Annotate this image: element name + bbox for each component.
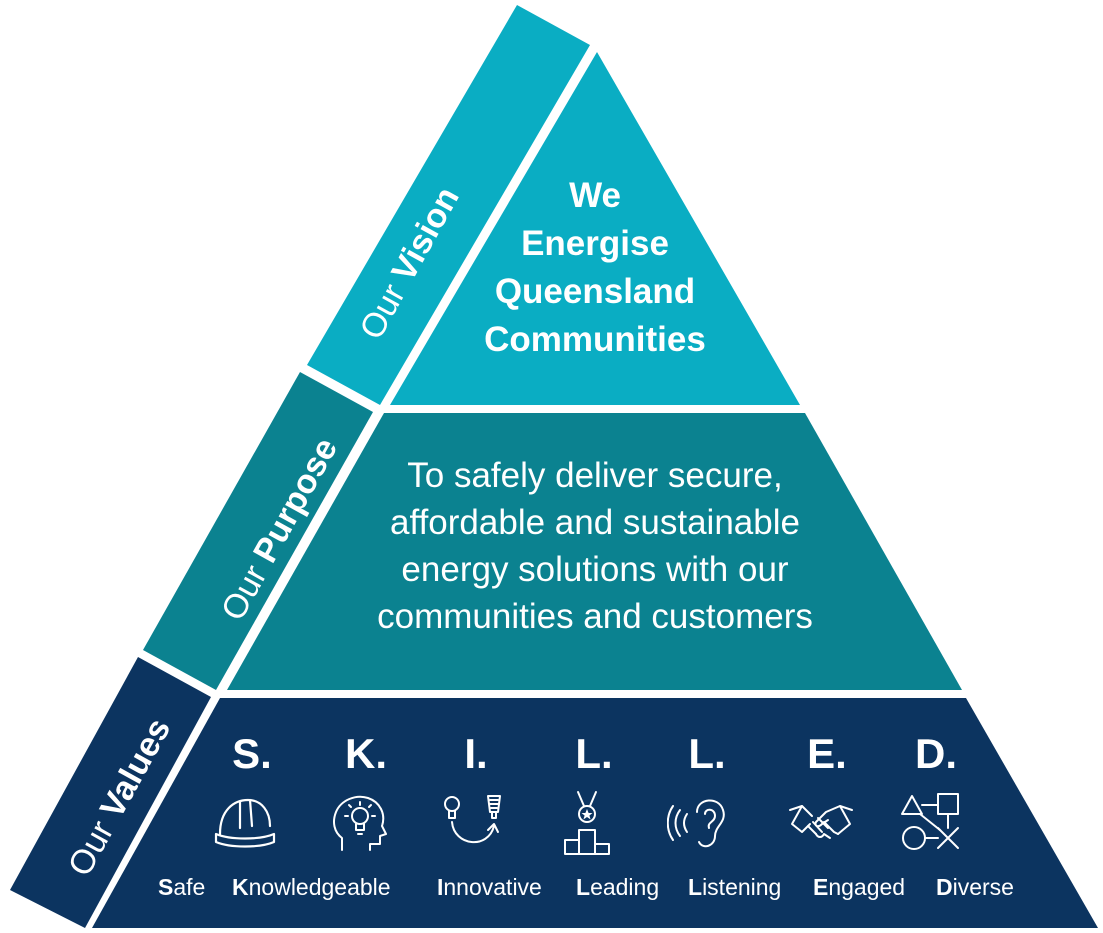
value-letter-l1: L.	[575, 730, 613, 777]
vision-side-strip	[307, 5, 590, 405]
value-letter-i: I.	[464, 730, 488, 777]
value-letter-d: D.	[915, 730, 957, 777]
value-letter-s: S.	[232, 730, 272, 777]
value-word-leading: Leading	[576, 874, 660, 900]
value-word-engaged: Engaged	[813, 874, 906, 900]
vision-line: Communities	[484, 320, 706, 359]
value-letter-l2: L.	[688, 730, 726, 777]
purpose-statement: To safely deliver secure, affordable and…	[300, 452, 890, 640]
purpose-line: communities and customers	[377, 597, 813, 636]
vision-line: Energise	[521, 224, 669, 263]
value-word-safe: Safe	[158, 874, 206, 900]
values-side-strip	[10, 657, 211, 928]
medal-podium-icon	[564, 791, 610, 855]
vision-line: We	[569, 176, 621, 215]
shapes-icon	[901, 793, 959, 850]
purpose-tier	[227, 413, 962, 690]
purpose-line: energy solutions with our	[401, 550, 789, 589]
vision-line: Queensland	[494, 272, 696, 311]
value-word-listening: Listening	[688, 874, 782, 900]
purpose-line: To safely deliver secure,	[407, 456, 783, 495]
hard-hat-icon	[214, 798, 276, 848]
values-word-row: Safe Knowledgeable Innovative Leading Li…	[150, 874, 1070, 904]
value-letter-k: K.	[345, 730, 387, 777]
value-word-diverse: Diverse	[936, 874, 1014, 900]
vision-statement: We Energise Queensland Communities	[390, 172, 800, 364]
handshake-icon	[789, 805, 853, 839]
vision-tier	[390, 52, 800, 405]
head-lightbulb-icon	[333, 795, 387, 851]
value-letter-e: E.	[807, 730, 847, 777]
value-word-innovative: Innovative	[437, 874, 542, 900]
purpose-line: affordable and sustainable	[390, 503, 800, 542]
ear-sound-icon	[667, 799, 725, 848]
purpose-side-strip	[143, 372, 373, 690]
value-word-knowledgeable: Knowledgeable	[232, 874, 391, 900]
bulbs-arrow-icon	[444, 795, 501, 843]
